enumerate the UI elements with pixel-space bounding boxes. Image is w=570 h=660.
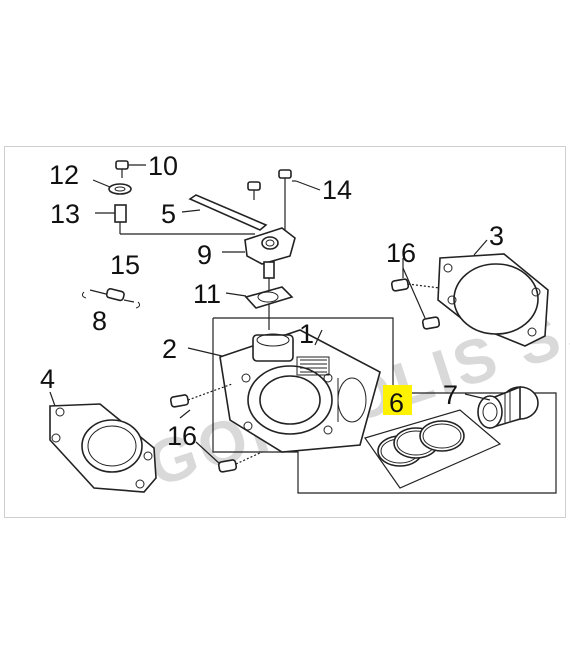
callout-6-highlight bbox=[383, 385, 412, 415]
dowel-16-upper-part bbox=[390, 258, 441, 330]
washer-12-part bbox=[92, 179, 132, 195]
callout-1: 1 bbox=[299, 319, 314, 349]
callout-11: 11 bbox=[193, 279, 221, 309]
callout-12: 12 bbox=[49, 160, 79, 190]
callout-6: 6 bbox=[389, 388, 404, 418]
callout-labels: 1 2 3 4 5 6 7 8 9 10 11 12 13 14 15 16 1… bbox=[40, 151, 504, 451]
callout-10: 10 bbox=[148, 151, 178, 181]
callout-14: 14 bbox=[322, 175, 352, 205]
dowel-16-lower-part bbox=[169, 383, 263, 473]
pin-15-part bbox=[81, 289, 141, 309]
gasket-11-part bbox=[225, 286, 294, 309]
pin-8-part bbox=[105, 288, 125, 302]
callout-15: 15 bbox=[110, 250, 140, 280]
callout-16-lower: 16 bbox=[167, 421, 197, 451]
callout-5: 5 bbox=[161, 199, 176, 229]
callout-2: 2 bbox=[162, 334, 177, 364]
piston-7-part bbox=[464, 385, 539, 430]
gasket-4-part bbox=[49, 391, 157, 493]
callout-8: 8 bbox=[92, 306, 107, 336]
tensioner-9-part bbox=[222, 227, 296, 330]
piston-ring-box bbox=[364, 409, 502, 489]
nipple-13-part bbox=[95, 204, 255, 235]
callout-7: 7 bbox=[443, 380, 458, 410]
callout-3: 3 bbox=[489, 221, 504, 251]
bolt-10-part bbox=[115, 160, 146, 178]
gasket-strip-5-part bbox=[181, 194, 268, 231]
cylinder-1-part bbox=[187, 329, 381, 453]
callout-16-upper: 16 bbox=[386, 238, 416, 268]
cylinder-group-box bbox=[212, 317, 557, 494]
callout-4: 4 bbox=[40, 364, 55, 394]
piston-rings-6-part bbox=[377, 420, 465, 467]
bolts-14-part bbox=[247, 169, 321, 235]
callout-13: 13 bbox=[50, 199, 80, 229]
gasket-3-part bbox=[437, 239, 549, 347]
diagram-frame bbox=[4, 146, 566, 518]
callout-9: 9 bbox=[197, 240, 212, 270]
